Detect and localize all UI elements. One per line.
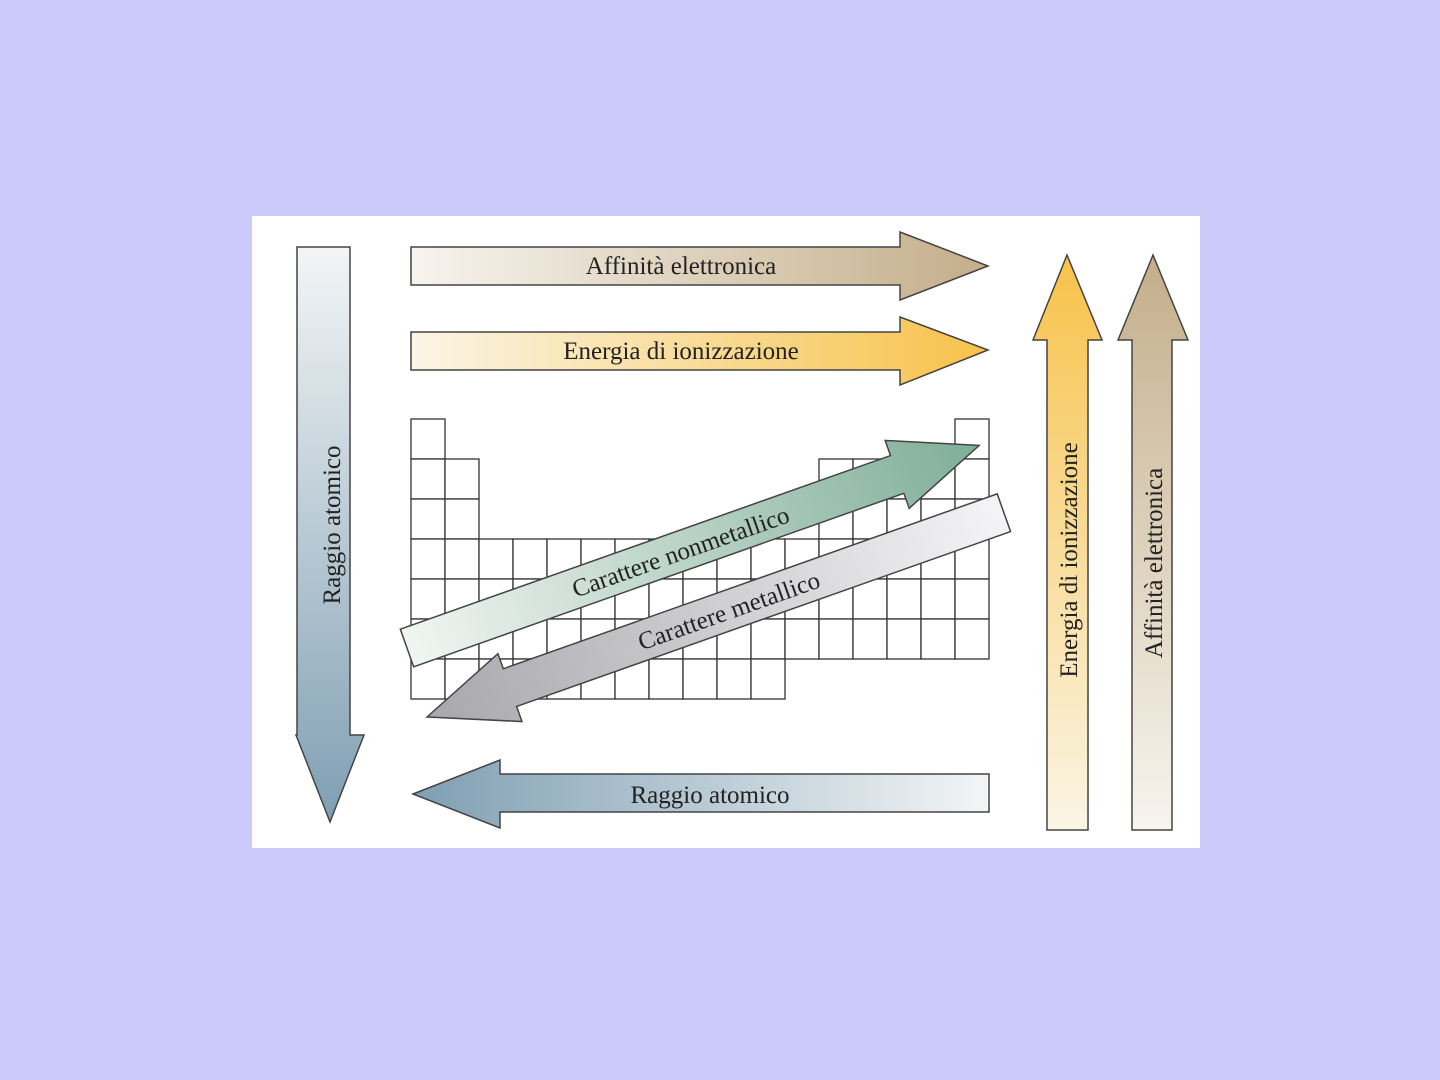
ionization-label-top: Energia di ionizzazione <box>563 338 799 365</box>
table-cell <box>716 658 752 700</box>
table-cell <box>682 658 718 700</box>
table-cell <box>784 618 820 660</box>
table-cell <box>648 658 684 700</box>
table-cell <box>886 618 922 660</box>
atomic-radius-arrow-vertical: Raggio atomico <box>294 246 366 825</box>
affinity-label-right: Affinità elettronica <box>1141 468 1168 658</box>
atomic-radius-label-bottom: Raggio atomico <box>631 782 790 809</box>
table-cell <box>444 498 480 540</box>
table-cell <box>954 578 990 620</box>
table-cell <box>444 538 480 580</box>
atomic-radius-arrow-horizontal: Raggio atomico <box>410 758 990 830</box>
table-cell <box>886 578 922 620</box>
table-cell <box>920 578 956 620</box>
table-cell <box>750 658 786 700</box>
table-cell <box>512 538 548 580</box>
affinity-label-top: Affinità elettronica <box>586 253 776 280</box>
table-cell <box>410 498 446 540</box>
table-cell <box>954 458 990 500</box>
table-cell <box>410 458 446 500</box>
ionization-label-right: Energia di ionizzazione <box>1056 442 1083 678</box>
table-cell <box>920 618 956 660</box>
atomic-radius-label-left: Raggio atomico <box>319 446 346 605</box>
table-cell <box>478 538 514 580</box>
table-cell <box>818 618 854 660</box>
table-cell <box>750 618 786 660</box>
affinity-arrow-vertical: Affinità elettronica <box>1116 253 1190 831</box>
table-cell <box>410 418 446 460</box>
ionization-arrow-vertical: Energia di ionizzazione <box>1031 253 1104 831</box>
affinity-arrow-horizontal: Affinità elettronica <box>410 230 991 302</box>
table-cell <box>410 578 446 620</box>
table-cell <box>954 618 990 660</box>
table-cell <box>852 618 888 660</box>
table-cell <box>410 538 446 580</box>
ionization-arrow-horizontal: Energia di ionizzazione <box>410 315 991 387</box>
table-cell <box>444 458 480 500</box>
